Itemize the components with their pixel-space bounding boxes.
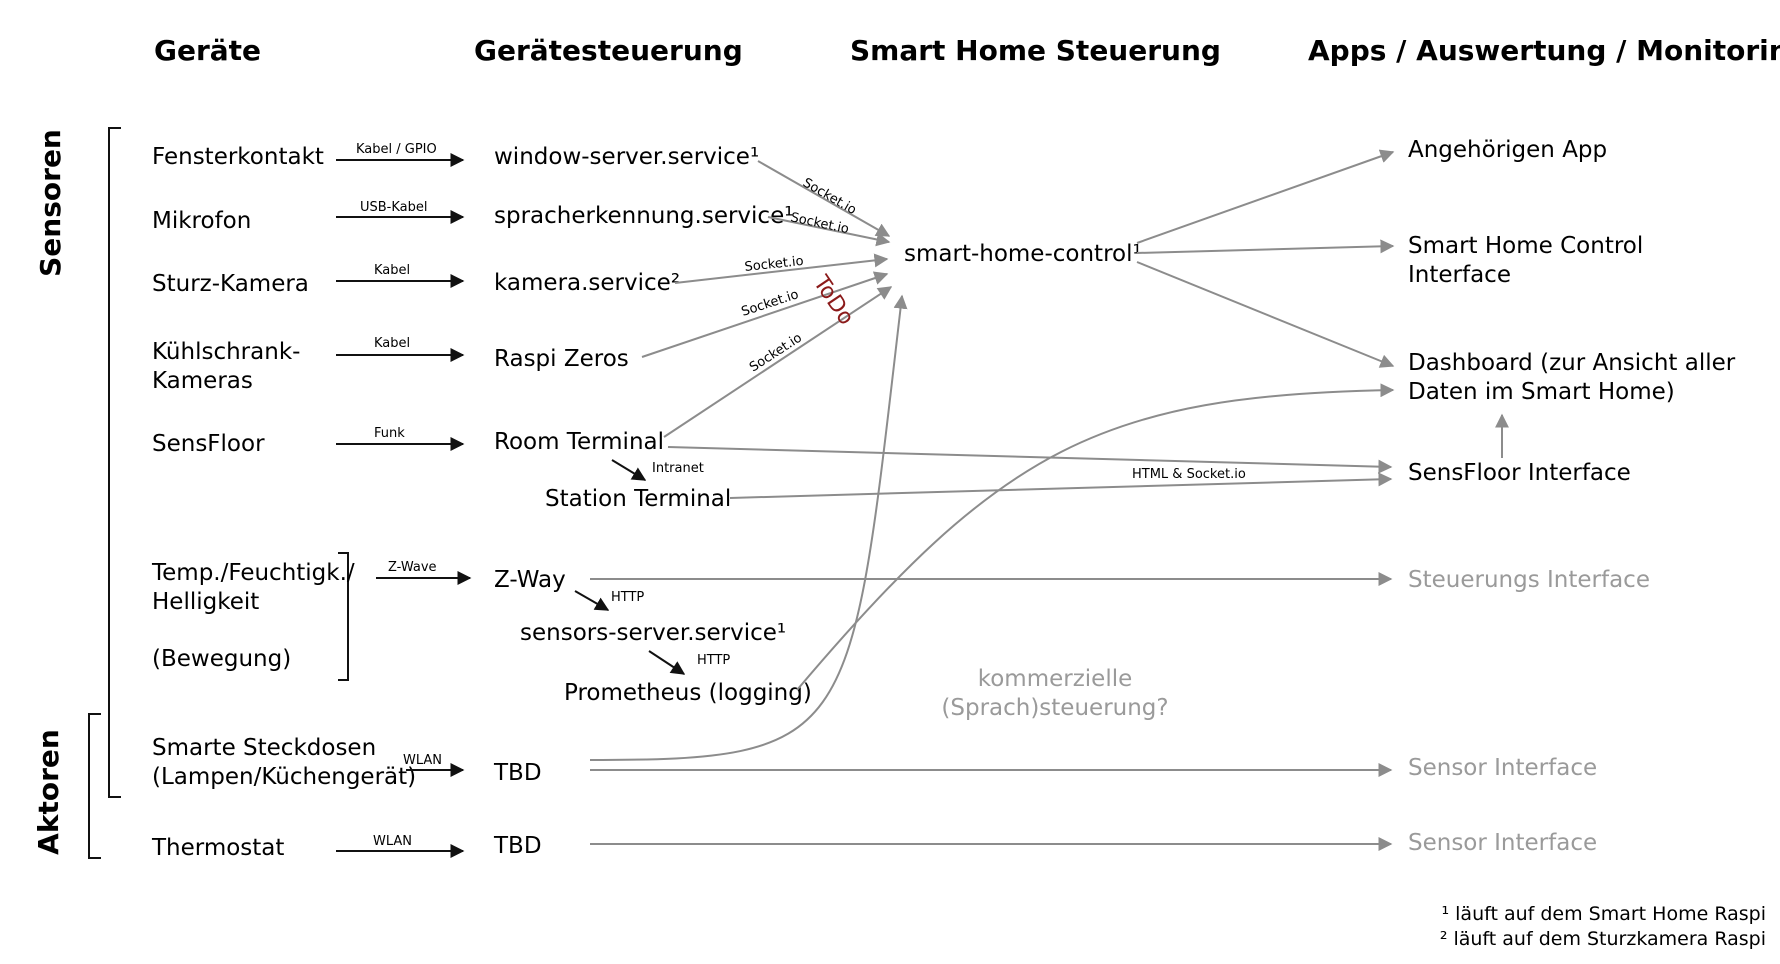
arrow-speech-to-control: [767, 216, 891, 247]
app-sensor-interface-2: Sensor Interface: [1408, 830, 1597, 856]
service-room-terminal: Room Terminal: [494, 429, 664, 455]
arrow-room-to-sensfloor-interface: [667, 446, 1393, 474]
arrow-room-to-station: [611, 459, 647, 481]
column-title-apps: Apps / Auswertung / Monitoring: [1308, 34, 1780, 67]
label-cable-camera: Kabel: [374, 263, 410, 278]
service-tbd-thermostat: TBD: [493, 833, 542, 859]
app-dashboard-line1: Dashboard (zur Ansicht aller: [1408, 350, 1736, 376]
device-fall-camera: Sturz-Kamera: [152, 271, 309, 297]
service-prometheus: Prometheus (logging): [564, 680, 812, 706]
label-socketio-speech: Socket.io: [789, 210, 850, 237]
device-microphone: Mikrofon: [152, 208, 251, 234]
column-title-devices: Geräte: [154, 34, 261, 67]
label-intranet: Intranet: [652, 461, 704, 476]
arrow-zway-to-sensors: [574, 590, 610, 611]
service-zway: Z-Way: [494, 567, 566, 593]
arrow-window-to-control: [757, 160, 891, 237]
app-control-interface-muted: Steuerungs Interface: [1408, 567, 1650, 593]
column-title-device-control: Gerätesteuerung: [474, 34, 743, 67]
device-fridge-cameras-line1: Kühlschrank-: [152, 339, 300, 365]
label-wlan-sockets: WLAN: [403, 753, 442, 768]
label-usb-cable: USB-Kabel: [360, 200, 428, 215]
service-camera: kamera.service²: [494, 270, 680, 296]
arrow-raspi-to-control: [641, 271, 889, 358]
label-cable-fridge: Kabel: [374, 336, 410, 351]
arrow-sensors-to-prometheus: [648, 650, 686, 675]
device-smart-sockets-line2: (Lampen/Küchengerät): [152, 764, 416, 790]
footnote-1: ¹ läuft auf dem Smart Home Raspi: [1441, 903, 1766, 925]
service-speech-recognition: spracherkennung.service¹: [494, 203, 793, 229]
arrow-station-to-sensfloor-interface: [729, 472, 1393, 499]
label-radio: Funk: [374, 426, 405, 441]
label-zwave: Z-Wave: [388, 560, 437, 575]
commercial-control-line2: (Sprach)steuerung?: [941, 695, 1168, 721]
arrow-camera-to-control: [674, 253, 889, 284]
arrow-control-to-dashboard: [1136, 261, 1395, 368]
app-sensor-interface-1: Sensor Interface: [1408, 755, 1597, 781]
footnote-2: ² läuft auf dem Sturzkamera Raspi: [1440, 928, 1766, 950]
group-label-sensors: Sensoren: [34, 129, 67, 277]
actuators-bracket: [88, 713, 101, 859]
label-socketio-room: Socket.io: [747, 331, 805, 376]
arrow-room-to-control: [663, 286, 893, 438]
zwave-devices-bracket: [338, 552, 349, 681]
label-socketio-window: Socket.io: [800, 175, 859, 218]
app-relatives: Angehörigen App: [1408, 137, 1607, 163]
arrow-control-to-relatives-app: [1136, 149, 1395, 244]
label-wlan-thermostat: WLAN: [373, 834, 412, 849]
arrow-tbd-to-control: [589, 294, 908, 761]
arrow-prometheus-to-dashboard: [796, 383, 1395, 691]
label-cable-gpio: Kabel / GPIO: [356, 142, 437, 157]
device-sensfloor: SensFloor: [152, 431, 265, 457]
label-http-zway: HTTP: [611, 590, 644, 605]
device-fridge-cameras-line2: Kameras: [152, 368, 253, 394]
commercial-control-line1: kommerzielle: [978, 666, 1133, 692]
app-sensfloor-interface: SensFloor Interface: [1408, 460, 1631, 486]
app-dashboard-line2: Daten im Smart Home): [1408, 379, 1675, 405]
smart-home-control-node: smart-home-control¹: [904, 241, 1142, 267]
service-sensors-server: sensors-server.service¹: [520, 620, 786, 646]
label-http-sensors: HTTP: [697, 653, 730, 668]
device-motion: (Bewegung): [152, 646, 291, 672]
service-station-terminal: Station Terminal: [545, 486, 731, 512]
todo-marker: ToDo: [807, 271, 858, 330]
device-temp-line1: Temp./Feuchtigk./: [151, 560, 355, 586]
group-label-actuators: Aktoren: [32, 729, 65, 855]
arrow-control-to-control-interface: [1136, 239, 1395, 254]
app-control-interface-line1: Smart Home Control: [1408, 233, 1643, 259]
device-window-contact: Fensterkontakt: [152, 144, 324, 170]
label-socketio-camera: Socket.io: [744, 254, 805, 275]
column-title-smart-home-control: Smart Home Steuerung: [850, 34, 1221, 67]
service-window-server: window-server.service¹: [494, 144, 759, 170]
device-thermostat: Thermostat: [151, 835, 284, 861]
app-control-interface-line2: Interface: [1408, 262, 1511, 288]
device-smart-sockets-line1: Smarte Steckdosen: [152, 735, 376, 761]
device-temp-line2: Helligkeit: [152, 589, 259, 615]
sensors-bracket: [108, 127, 121, 798]
service-tbd-sockets: TBD: [493, 760, 542, 786]
service-raspi-zeros: Raspi Zeros: [494, 346, 629, 372]
label-socketio-raspi: Socket.io: [740, 287, 801, 320]
label-html-socketio: HTML & Socket.io: [1132, 467, 1246, 482]
